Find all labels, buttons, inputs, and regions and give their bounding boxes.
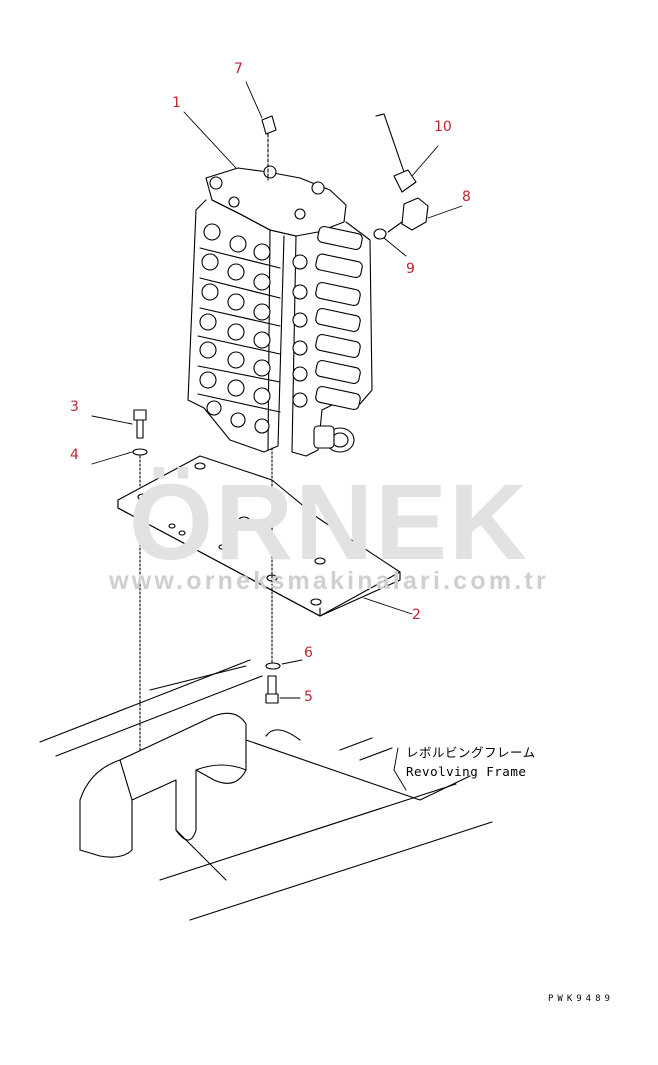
watermark-url: www.orneksmakinalari.com.tr <box>109 567 549 595</box>
callout-1: 1 <box>172 95 181 111</box>
drawing-code: PWK9489 <box>548 994 614 1004</box>
callout-10: 10 <box>434 119 452 135</box>
callout-8: 8 <box>462 189 471 205</box>
callout-6: 6 <box>304 645 313 661</box>
watermark-brand: ÖRNEK <box>128 461 530 582</box>
frame-label-english: Revolving Frame <box>406 764 527 779</box>
callout-7: 7 <box>234 61 243 77</box>
callout-2: 2 <box>412 607 421 623</box>
frame-label-japanese: レボルビングフレーム <box>406 745 536 760</box>
callout-9: 9 <box>406 261 415 277</box>
callout-4: 4 <box>70 447 79 463</box>
callout-5: 5 <box>304 689 313 705</box>
revolving-frame <box>39 659 493 921</box>
control-valve <box>187 165 373 457</box>
callout-3: 3 <box>70 399 79 415</box>
